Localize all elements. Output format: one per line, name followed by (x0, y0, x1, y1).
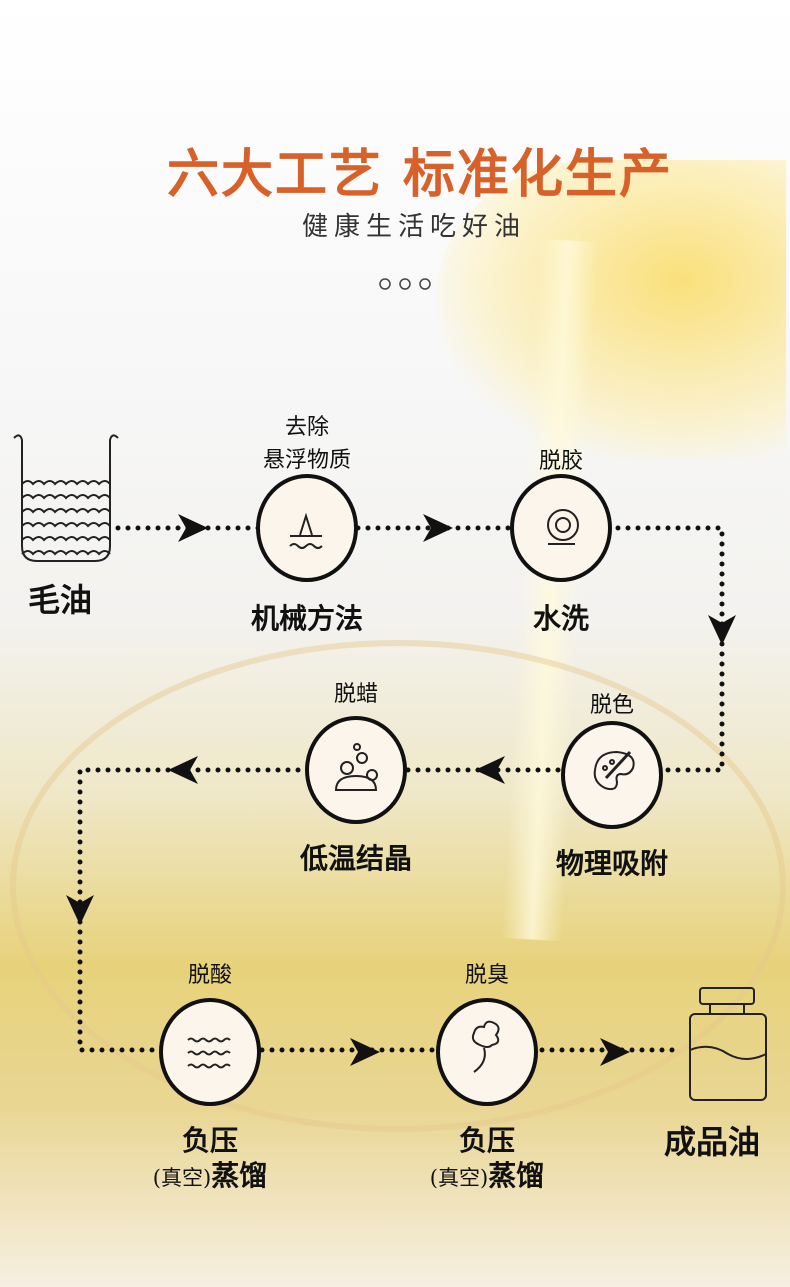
step-circle (561, 721, 663, 829)
arrow-right-icon (178, 514, 208, 542)
step-6-bottom: 负压 (458, 1124, 516, 1157)
glass-bowl-background (10, 640, 786, 1132)
step-circle (159, 998, 261, 1106)
end-label: 成品油 (663, 1123, 761, 1161)
step-circle (305, 716, 407, 824)
arrow-down-icon (708, 615, 736, 645)
page-subtitle: 健康生活吃好油 (301, 212, 527, 242)
step-2-bottom: 水洗 (532, 602, 590, 635)
sediment-icon (289, 512, 323, 549)
arrow-right-icon (350, 1038, 380, 1066)
step-6-bottom2: (真空)蒸馏 (429, 1159, 545, 1192)
oil-pour-background (436, 160, 786, 460)
arrow-right-icon (423, 514, 453, 542)
arrow-right-icon (600, 1038, 630, 1066)
waves-icon (187, 1037, 231, 1069)
step-1-bottom: 机械方法 (250, 602, 364, 635)
decorative-dots (379, 278, 431, 290)
step-3-top: 脱色 (589, 693, 635, 718)
step-5-top: 脱酸 (187, 963, 233, 988)
step-circle (256, 474, 358, 582)
beaker-icon (13, 434, 119, 562)
step-6-top: 脱臭 (464, 963, 510, 988)
step-4-top: 脱蜡 (333, 682, 379, 707)
arrow-down-icon (66, 895, 94, 925)
step-circle (436, 998, 538, 1106)
step-circle (510, 474, 612, 582)
bubbles-icon (334, 743, 378, 791)
step-5-bottom: 负压 (181, 1124, 239, 1157)
oil-bottle-icon (689, 987, 767, 1101)
arrow-left-icon (168, 756, 198, 784)
step-5-bottom2: (真空)蒸馏 (152, 1159, 268, 1192)
flow-arrows (66, 514, 736, 1066)
step-2-top: 脱胶 (538, 449, 584, 474)
page-title: 六大工艺 标准化生产 (166, 145, 674, 205)
palette-icon (593, 750, 635, 791)
step-1-top: 去除悬浮物质 (262, 415, 352, 473)
step-4-bottom: 低温结晶 (299, 842, 413, 875)
water-roll-icon (547, 509, 579, 545)
step-3-bottom: 物理吸附 (555, 847, 669, 880)
arrow-left-icon (475, 756, 505, 784)
steam-icon (471, 1020, 500, 1073)
start-label: 毛油 (27, 581, 93, 619)
